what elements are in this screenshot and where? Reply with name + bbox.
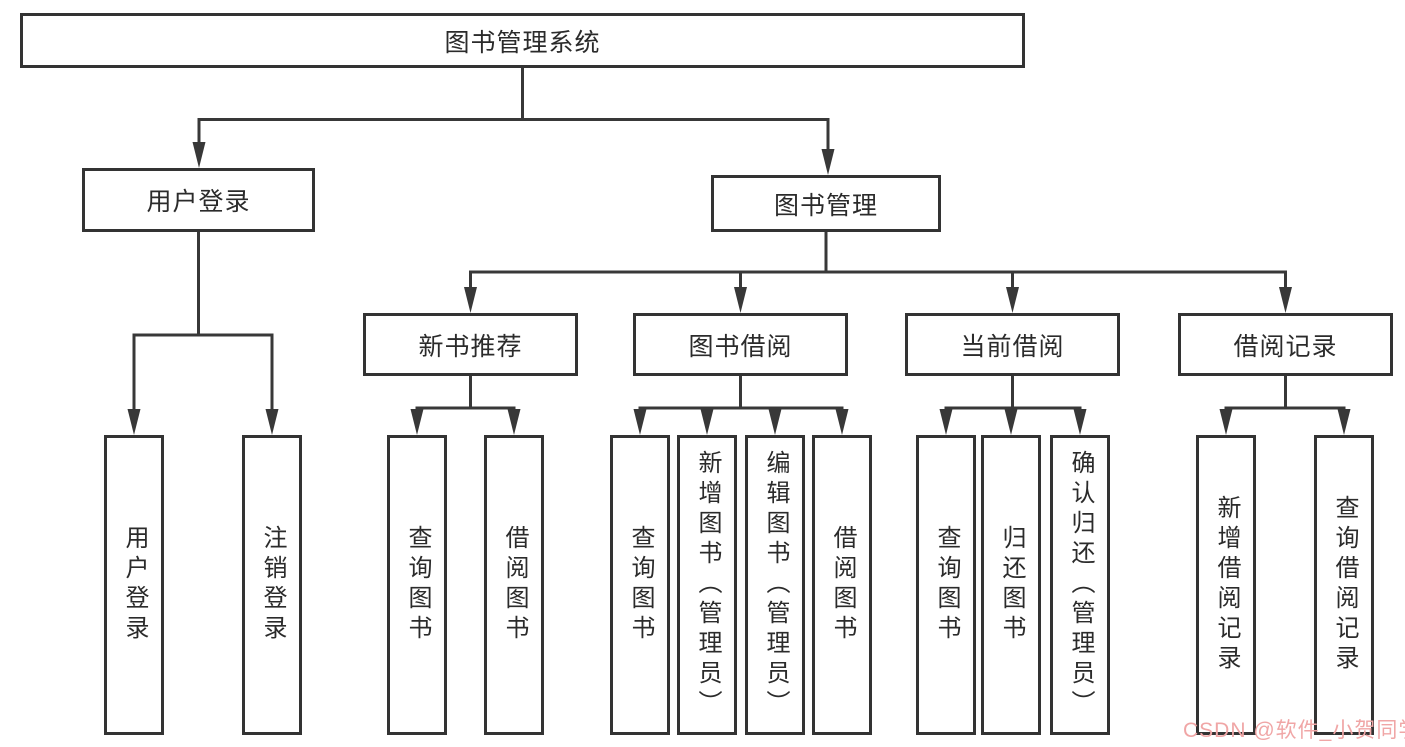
- node-current-borrowing: 当前借阅: [905, 313, 1120, 376]
- node-book-borrowing: 图书借阅: [633, 313, 848, 376]
- leaf-query-books-borrowing-label: 查询图书: [627, 525, 654, 645]
- leaf-add-books-admin-label: 新增图书（管理员）: [694, 450, 721, 720]
- leaf-query-books-current-label: 查询图书: [933, 525, 960, 645]
- arrowhead-icons: [127, 142, 1351, 435]
- node-library-system: 图书管理系统: [20, 13, 1025, 68]
- leaf-user-login: 用户登录: [104, 435, 164, 735]
- leaf-logout-label: 注销登录: [259, 525, 286, 645]
- leaf-add-borrow-record-label: 新增借阅记录: [1213, 495, 1240, 675]
- leaf-edit-books-admin-label: 编辑图书（管理员）: [762, 450, 789, 720]
- leaf-confirm-return-admin: 确认归还（管理员）: [1050, 435, 1110, 735]
- leaf-confirm-return-admin-label: 确认归还（管理员）: [1067, 450, 1094, 720]
- leaf-query-books-recommend: 查询图书: [387, 435, 447, 735]
- leaf-add-borrow-record: 新增借阅记录: [1196, 435, 1256, 735]
- leaf-query-books-recommend-label: 查询图书: [404, 525, 431, 645]
- leaf-borrow-books: 借阅图书: [812, 435, 872, 735]
- leaf-return-books-label: 归还图书: [998, 525, 1025, 645]
- leaf-return-books: 归还图书: [981, 435, 1041, 735]
- leaf-query-books-current: 查询图书: [916, 435, 976, 735]
- watermark: CSDN @软件_小贺同学: [1183, 719, 1405, 742]
- leaf-logout: 注销登录: [242, 435, 302, 735]
- node-user-login: 用户登录: [82, 168, 315, 232]
- leaf-edit-books-admin: 编辑图书（管理员）: [745, 435, 805, 735]
- leaf-query-books-borrowing: 查询图书: [610, 435, 670, 735]
- node-borrowing-records: 借阅记录: [1178, 313, 1393, 376]
- leaf-borrow-books-recommend: 借阅图书: [484, 435, 544, 735]
- node-book-management: 图书管理: [711, 175, 941, 232]
- leaf-add-books-admin: 新增图书（管理员）: [677, 435, 737, 735]
- leaf-user-login-label: 用户登录: [121, 525, 148, 645]
- leaf-query-borrow-record-label: 查询借阅记录: [1331, 495, 1358, 675]
- leaf-borrow-books-label: 借阅图书: [829, 525, 856, 645]
- leaf-query-borrow-record: 查询借阅记录: [1314, 435, 1374, 735]
- leaf-borrow-books-recommend-label: 借阅图书: [501, 525, 528, 645]
- node-new-book-recommend: 新书推荐: [363, 313, 578, 376]
